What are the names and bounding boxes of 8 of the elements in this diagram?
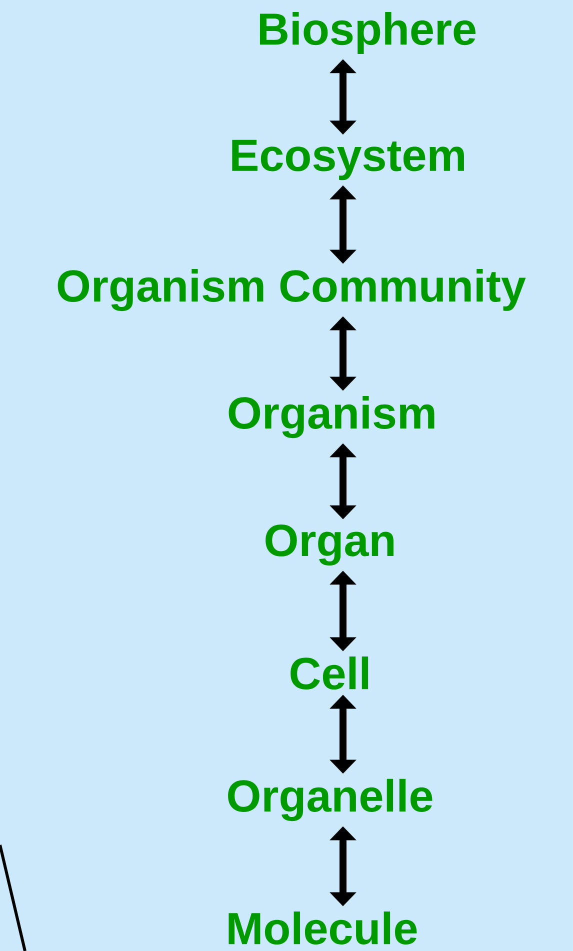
level-label: Cell bbox=[290, 656, 368, 690]
level-label: Molecule bbox=[228, 911, 417, 945]
level-label: Organism bbox=[228, 396, 434, 438]
level-label: Organelle bbox=[228, 778, 432, 822]
level-label: Organ bbox=[266, 524, 394, 566]
level-label: Ecosystem bbox=[232, 140, 464, 180]
level-label: Biosphere bbox=[260, 12, 476, 54]
level-label: Organism Community bbox=[58, 268, 526, 312]
